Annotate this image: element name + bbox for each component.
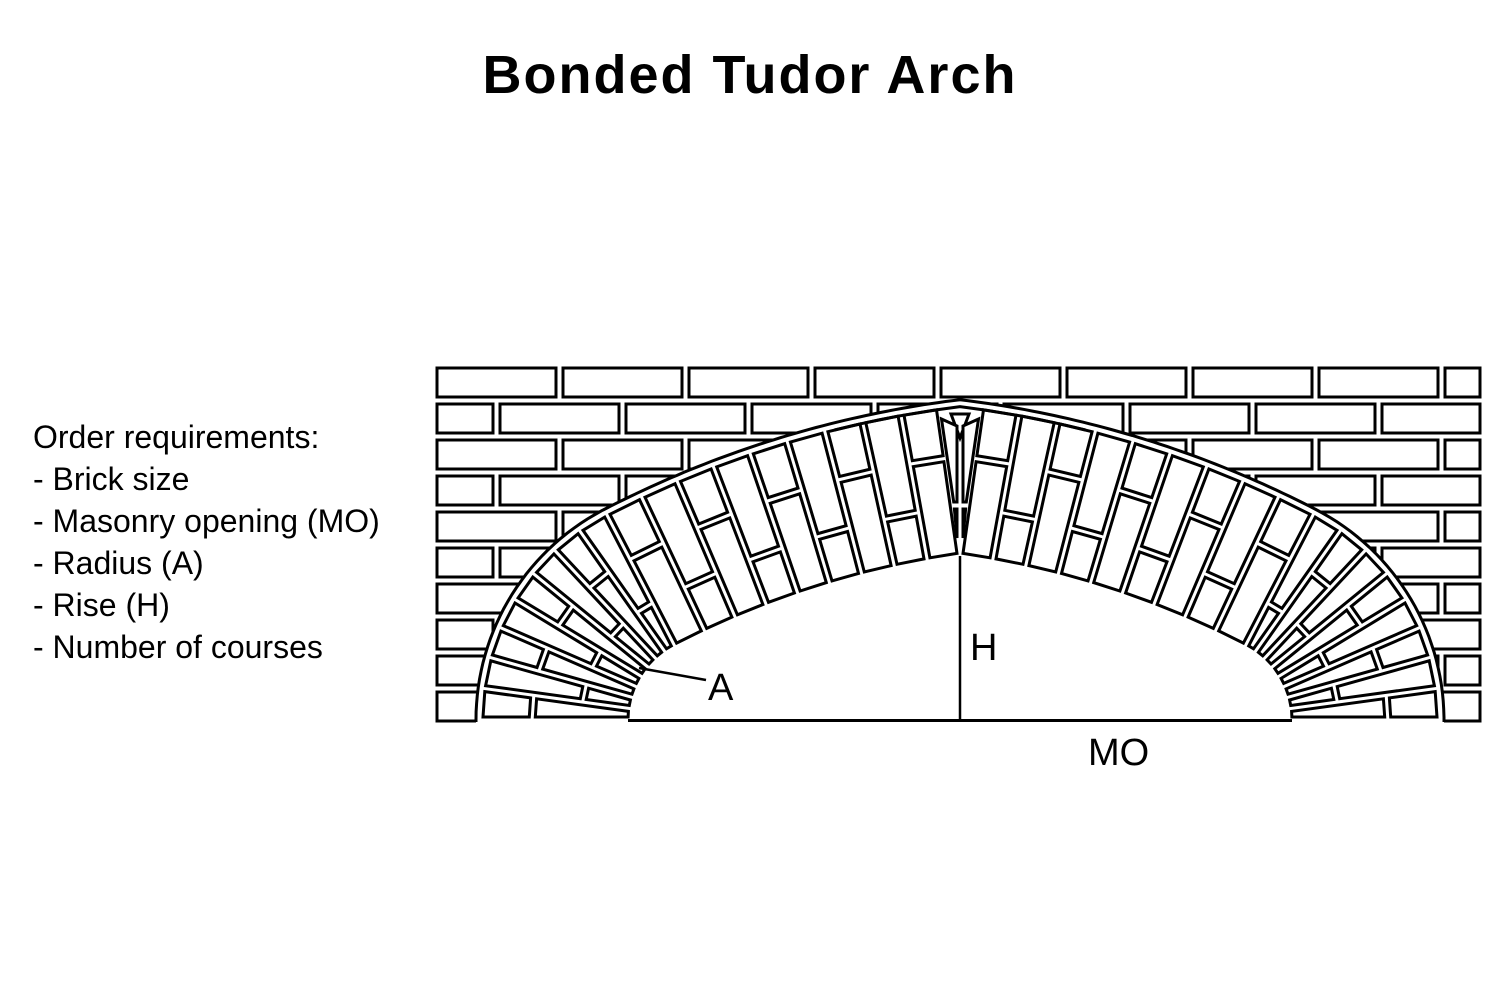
arch-cut-outline [474,398,1446,722]
requirement-item: - Masonry opening (MO) [33,503,380,539]
requirement-item: - Radius (A) [33,545,204,581]
dimension-lines [628,556,1292,722]
requirement-item: - Number of courses [33,629,323,665]
requirement-item: - Brick size [33,461,190,497]
page-title: Bonded Tudor Arch [482,45,1018,105]
order-requirements: Order requirements: - Brick size - Mason… [33,416,380,668]
masonry-opening-label: MO [1088,732,1149,774]
requirement-item: - Rise (H) [33,587,170,623]
requirements-heading: Order requirements: [33,419,320,455]
arch-extrados-peak [834,405,1086,432]
radius-label: A [708,667,734,709]
arch-ring-bricks [481,408,1439,719]
rise-label: H [970,627,997,669]
